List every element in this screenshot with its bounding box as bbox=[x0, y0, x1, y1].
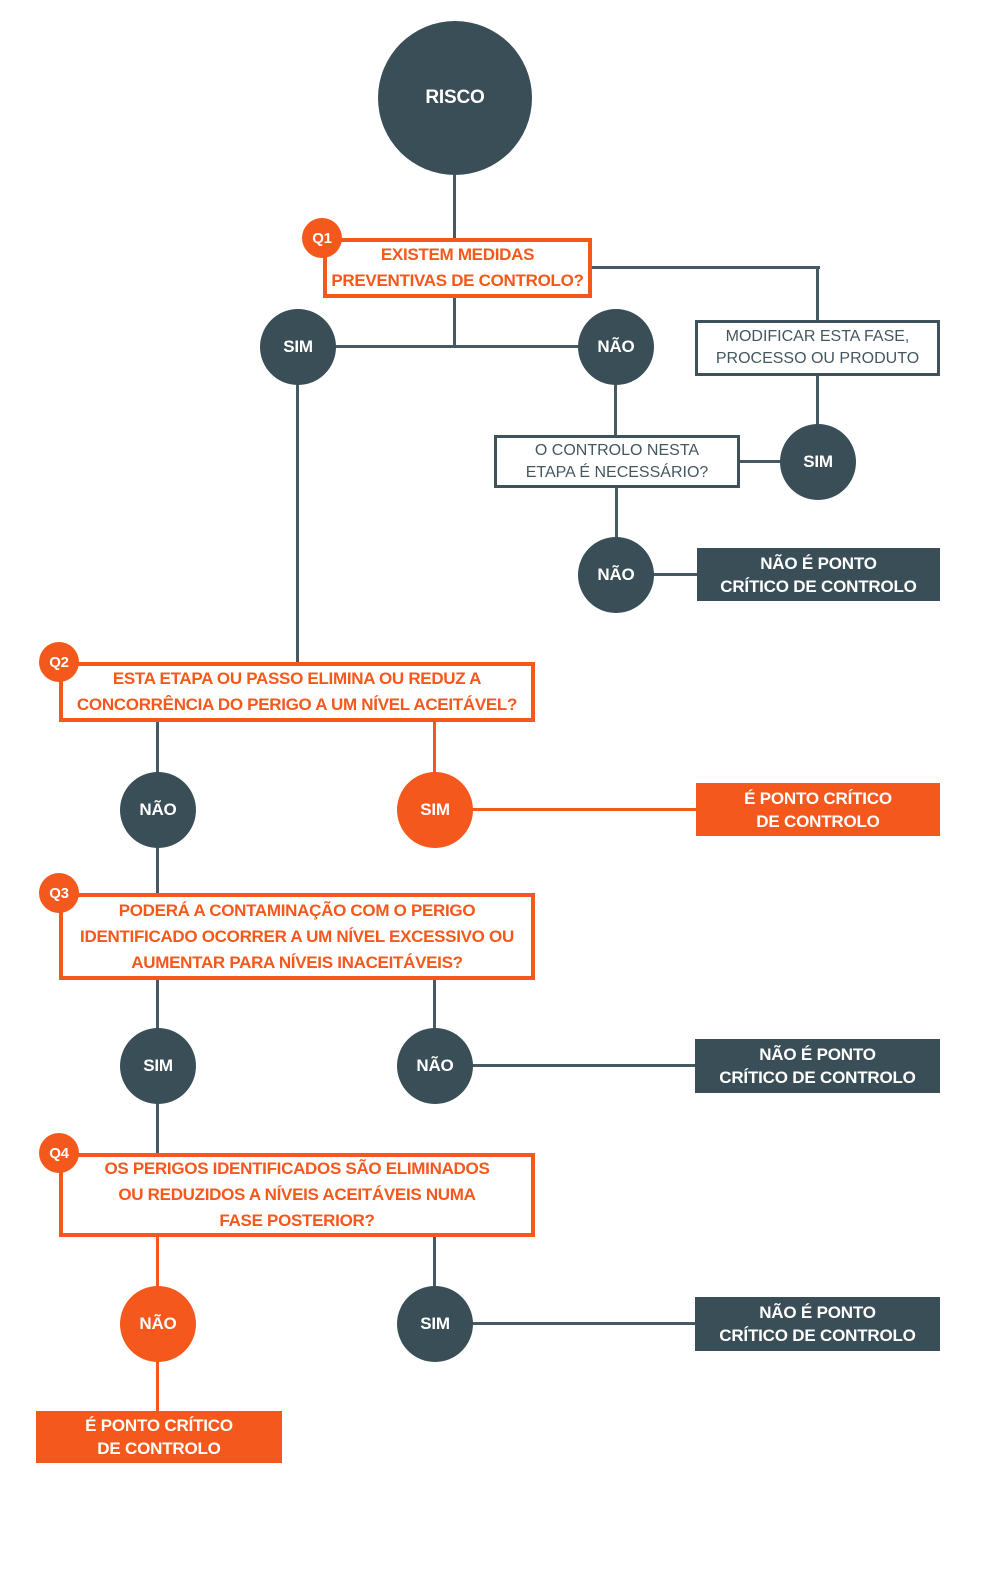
nao-label: NÃO bbox=[139, 1314, 177, 1333]
risco-label: RISCO bbox=[425, 87, 485, 108]
q3-badge: Q3 bbox=[39, 873, 79, 913]
control-needed-box: O CONTROLO NESTA ETAPA É NECESSÁRIO? bbox=[494, 435, 740, 488]
connector-q2-sim bbox=[433, 720, 436, 774]
connector-risco-q1 bbox=[453, 175, 456, 239]
ccp-box-2: É PONTO CRÍTICO DE CONTROLO bbox=[36, 1411, 282, 1463]
ccp-line-2: DE CONTROLO bbox=[97, 1439, 221, 1458]
q1-yes-node: SIM bbox=[260, 309, 336, 385]
connector-nao-notccp1 bbox=[652, 573, 698, 576]
connector-sim-ccp1 bbox=[471, 808, 698, 811]
connector-nao-ccp2 bbox=[156, 1360, 159, 1411]
control-needed-yes-node: SIM bbox=[780, 424, 856, 500]
connector-q3-nao bbox=[433, 978, 436, 1030]
connector-modify-sim bbox=[816, 374, 819, 427]
q1-line-1: EXISTEM MEDIDAS bbox=[380, 245, 535, 264]
not-ccp-line-2: CRÍTICO DE CONTROLO bbox=[719, 1326, 916, 1345]
connector-sim-q4 bbox=[156, 1102, 159, 1155]
nao-label: NÃO bbox=[416, 1056, 454, 1075]
q3-line-1: PODERÁ A CONTAMINAÇÃO COM O PERIGO bbox=[118, 900, 476, 920]
connector-sim-q2 bbox=[296, 383, 299, 664]
connector-control-nao bbox=[615, 487, 618, 539]
nao-label: NÃO bbox=[139, 800, 177, 819]
connector-nao-control bbox=[614, 383, 617, 436]
not-ccp-line-2: CRÍTICO DE CONTROLO bbox=[719, 1068, 916, 1087]
q3-no-node: NÃO bbox=[397, 1028, 473, 1104]
connector-q2-nao bbox=[156, 720, 159, 774]
q2-line-1: ESTA ETAPA OU PASSO ELIMINA OU REDUZ A bbox=[112, 669, 482, 688]
not-ccp-line-1: NÃO É PONTO bbox=[759, 1303, 876, 1322]
q4-line-1: OS PERIGOS IDENTIFICADOS SÃO ELIMINADOS bbox=[104, 1159, 490, 1178]
connector-q4-sim bbox=[433, 1235, 436, 1288]
q1-question-box: EXISTEM MEDIDAS PREVENTIVAS DE CONTROLO? bbox=[323, 238, 592, 298]
connector-sim-notccp3 bbox=[471, 1322, 697, 1325]
connector-q3-sim bbox=[156, 978, 159, 1030]
nao-label: NÃO bbox=[597, 337, 635, 356]
connector-q1-answers bbox=[453, 298, 456, 348]
nao-label: NÃO bbox=[597, 565, 635, 584]
q4-question-box: OS PERIGOS IDENTIFICADOS SÃO ELIMINADOS … bbox=[59, 1153, 535, 1237]
not-ccp-box-3: NÃO É PONTO CRÍTICO DE CONTROLO bbox=[695, 1297, 940, 1351]
not-ccp-line-1: NÃO É PONTO bbox=[759, 1045, 876, 1064]
not-ccp-box-2: NÃO É PONTO CRÍTICO DE CONTROLO bbox=[695, 1039, 940, 1093]
q4-line-3: FASE POSTERIOR? bbox=[219, 1211, 375, 1230]
q2-badge: Q2 bbox=[39, 642, 79, 682]
control-needed-line-1: O CONTROLO NESTA bbox=[534, 441, 700, 459]
connector-q1-modify-v bbox=[816, 268, 819, 322]
q4-no-node: NÃO bbox=[120, 1286, 196, 1362]
sim-label: SIM bbox=[420, 1314, 450, 1333]
connector-nao-q3 bbox=[156, 846, 159, 895]
connector-control-sim bbox=[740, 460, 783, 463]
sim-label: SIM bbox=[283, 337, 313, 356]
q3-question-box: PODERÁ A CONTAMINAÇÃO COM O PERIGO IDENT… bbox=[59, 893, 535, 980]
ccp-line-2: DE CONTROLO bbox=[756, 811, 880, 831]
q3-line-3: AUMENTAR PARA NÍVEIS INACEITÁVEIS? bbox=[131, 952, 463, 972]
not-ccp-line-1: NÃO É PONTO bbox=[760, 553, 877, 573]
connector-q1-modify-h bbox=[592, 266, 820, 269]
modify-line-1: MODIFICAR ESTA FASE, bbox=[725, 328, 910, 345]
q3-line-2: IDENTIFICADO OCORRER A UM NÍVEL EXCESSIV… bbox=[80, 926, 514, 946]
q2-no-node: NÃO bbox=[120, 772, 196, 848]
risco-node: RISCO bbox=[378, 21, 532, 175]
q4-yes-node: SIM bbox=[397, 1286, 473, 1362]
ccp-line-1: É PONTO CRÍTICO bbox=[85, 1416, 233, 1435]
connector-q4-nao bbox=[156, 1235, 159, 1288]
q3-yes-node: SIM bbox=[120, 1028, 196, 1104]
q2-question-box: ESTA ETAPA OU PASSO ELIMINA OU REDUZ A C… bbox=[59, 662, 535, 722]
sim-label: SIM bbox=[420, 800, 450, 819]
control-needed-no-node: NÃO bbox=[578, 537, 654, 613]
sim-label: SIM bbox=[803, 452, 833, 471]
q4-line-2: OU REDUZIDOS A NÍVEIS ACEITÁVEIS NUMA bbox=[118, 1185, 476, 1204]
q2-yes-node: SIM bbox=[397, 772, 473, 848]
q1-line-2: PREVENTIVAS DE CONTROLO? bbox=[331, 271, 584, 290]
modify-line-2: PROCESSO OU PRODUTO bbox=[715, 350, 920, 367]
q2-line-2: CONCORRÊNCIA DO PERIGO A UM NÍVEL ACEITÁ… bbox=[76, 695, 518, 714]
sim-label: SIM bbox=[143, 1056, 173, 1075]
ccp-line-1: É PONTO CRÍTICO bbox=[744, 788, 892, 808]
control-needed-line-2: ETAPA É NECESSÁRIO? bbox=[525, 463, 709, 481]
connector-sim-nao-row1 bbox=[298, 345, 616, 348]
q4-badge: Q4 bbox=[39, 1133, 79, 1173]
ccp-box-1: É PONTO CRÍTICO DE CONTROLO bbox=[696, 783, 940, 836]
q1-no-node: NÃO bbox=[578, 309, 654, 385]
modify-box: MODIFICAR ESTA FASE, PROCESSO OU PRODUTO bbox=[695, 320, 940, 376]
q1-badge: Q1 bbox=[302, 218, 342, 258]
connector-nao-notccp2 bbox=[471, 1064, 697, 1067]
not-ccp-box-1: NÃO É PONTO CRÍTICO DE CONTROLO bbox=[697, 548, 940, 601]
not-ccp-line-2: CRÍTICO DE CONTROLO bbox=[720, 576, 917, 596]
